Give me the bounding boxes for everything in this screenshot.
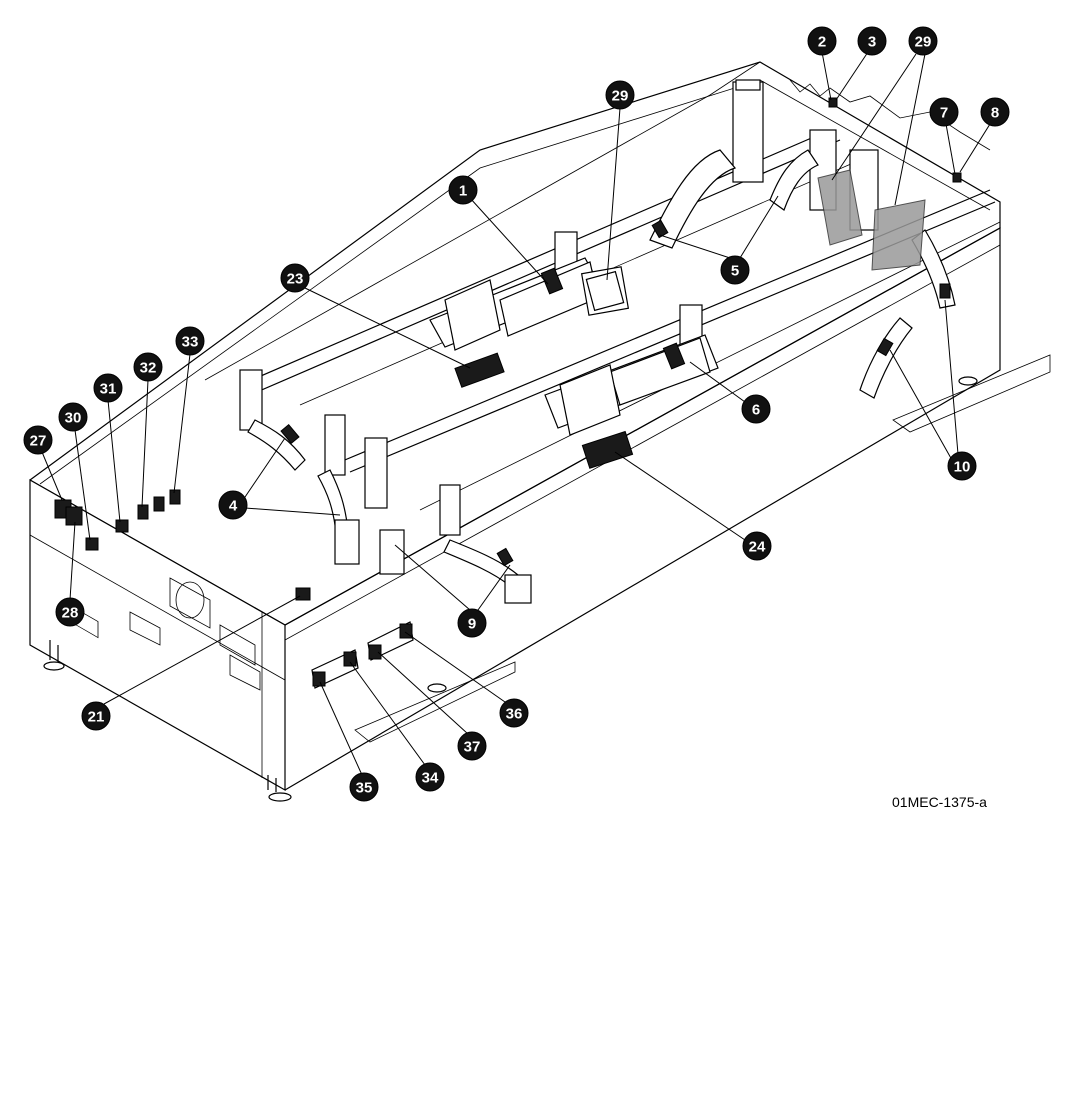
foot-front: [267, 775, 292, 802]
callout-6: 6: [741, 394, 771, 424]
callout-circle: [908, 26, 938, 56]
callout-34: 34: [415, 762, 445, 792]
callout-circle: [23, 425, 53, 455]
callout-7: 7: [929, 97, 959, 127]
callout-number: 29: [915, 34, 932, 51]
callout-circle: [175, 326, 205, 356]
callout-circle: [980, 97, 1010, 127]
lower-actuator: [544, 334, 719, 469]
callout-5: 5: [720, 255, 750, 285]
leader-lines: [41, 51, 991, 776]
callout-24: 24: [742, 531, 772, 561]
callout-circle: [415, 762, 445, 792]
callout-28: 28: [55, 597, 85, 627]
callout-number: 30: [65, 410, 82, 427]
callout-2: 2: [807, 26, 837, 56]
callout-circle: [448, 175, 478, 205]
callout-circle: [457, 608, 487, 638]
callout-29: 29: [908, 26, 938, 56]
callout-circle: [605, 80, 635, 110]
figure-code: 01MEC-1375-a: [892, 794, 987, 810]
callout-circle: [742, 531, 772, 561]
callout-10: 10: [947, 451, 977, 481]
callout-number: 2: [818, 34, 826, 51]
side-connectors: [311, 621, 414, 689]
callout-circle: [93, 373, 123, 403]
callout-37: 37: [457, 731, 487, 761]
callout-4: 4: [218, 490, 248, 520]
callout-number: 5: [731, 263, 739, 280]
callout-number: 35: [356, 780, 373, 797]
callout-circle: [349, 772, 379, 802]
callout-circle: [218, 490, 248, 520]
callout-circle: [457, 731, 487, 761]
callout-circle: [55, 597, 85, 627]
callout-32: 32: [133, 352, 163, 382]
callout-number: 9: [468, 616, 476, 633]
callout-circle: [741, 394, 771, 424]
callout-circle: [81, 701, 111, 731]
callout-number: 7: [940, 105, 948, 122]
callout-circle: [929, 97, 959, 127]
machine-frame: [29, 61, 1051, 802]
callout-number: 33: [182, 334, 199, 351]
callout-35: 35: [349, 772, 379, 802]
callout-8: 8: [980, 97, 1010, 127]
callout-circle: [280, 263, 310, 293]
callout-number: 6: [752, 402, 760, 419]
callout-3: 3: [857, 26, 887, 56]
callout-circle: [947, 451, 977, 481]
callout-23: 23: [280, 263, 310, 293]
callout-circle: [58, 402, 88, 432]
hoses: [247, 149, 956, 604]
callout-number: 31: [100, 381, 117, 398]
callout-number: 34: [422, 770, 439, 787]
callout-circle: [133, 352, 163, 382]
callout-33: 33: [175, 326, 205, 356]
callout-number: 23: [287, 271, 304, 288]
callout-number: 32: [140, 360, 157, 377]
callout-29: 29: [605, 80, 635, 110]
callout-number: 27: [30, 433, 47, 450]
callout-number: 10: [954, 459, 971, 476]
translucent-blocks: [585, 169, 926, 312]
front-connectors: [54, 97, 962, 601]
callout-circle: [857, 26, 887, 56]
foot-left: [43, 640, 65, 671]
callout-21: 21: [81, 701, 111, 731]
callout-27: 27: [23, 425, 53, 455]
callout-9: 9: [457, 608, 487, 638]
callout-number: 24: [749, 539, 766, 556]
callout-number: 37: [464, 739, 481, 756]
callout-number: 8: [991, 105, 999, 122]
callout-number: 36: [506, 706, 523, 723]
callout-1: 1: [448, 175, 478, 205]
callout-30: 30: [58, 402, 88, 432]
callout-31: 31: [93, 373, 123, 403]
callout-number: 3: [868, 34, 876, 51]
callout-number: 4: [229, 498, 238, 515]
callout-number: 1: [459, 183, 467, 200]
callout-number: 21: [88, 709, 105, 726]
callout-circle: [720, 255, 750, 285]
callout-circle: [499, 698, 529, 728]
callout-circle: [807, 26, 837, 56]
callout-number: 28: [62, 605, 79, 622]
callout-36: 36: [499, 698, 529, 728]
foot-back: [427, 376, 978, 693]
callout-number: 29: [612, 88, 629, 105]
